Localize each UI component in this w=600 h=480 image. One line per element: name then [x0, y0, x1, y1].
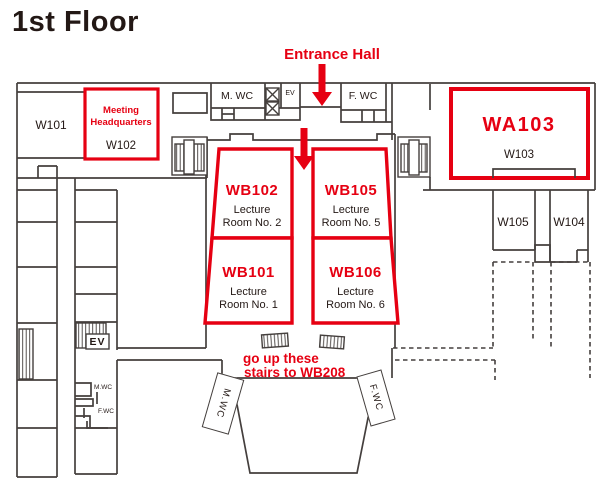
room-label-w102: W102	[105, 140, 137, 152]
room-label-wb101-name1: Lecture	[230, 286, 267, 298]
room-label-ev-left: EV	[89, 336, 106, 348]
room-label-w103: W103	[503, 149, 535, 161]
entrance-arrow-icon	[312, 64, 332, 106]
elevator-box	[85, 333, 110, 350]
entrance-arrow-icon	[294, 128, 314, 170]
room-label-wb101: WB101	[222, 264, 275, 281]
elevator-icon	[265, 87, 280, 116]
stairs-note-line2: stairs to WB208	[244, 365, 346, 380]
room-label-wb102: WB102	[225, 182, 279, 199]
room-label-wa103: WA103	[482, 114, 556, 136]
room-label-fwc-hall: F.WC	[366, 383, 386, 413]
entrance-hall-area	[230, 377, 378, 474]
room-label-wb106: WB106	[329, 264, 382, 281]
room-label-fwc-top: F. WC	[348, 90, 378, 102]
shaft-icon	[18, 328, 34, 380]
highlighted-rooms	[83, 87, 590, 325]
meeting-hq-label-line2: Headquarters	[90, 117, 152, 128]
page-title: 1st Floor	[12, 6, 139, 38]
room-label-wb105: WB105	[324, 182, 378, 199]
dashed-walkway-lines	[393, 261, 591, 380]
room-label-wb106-name1: Lecture	[337, 286, 374, 298]
room-label-ev-top: EV	[285, 90, 295, 97]
room-label-w101: W101	[35, 118, 67, 132]
stairs-icon	[397, 136, 431, 178]
room-label-wb101-name2: Room No. 1	[219, 299, 278, 311]
stairs-note-line1: go up these	[243, 351, 319, 366]
stairs-icon	[318, 334, 346, 350]
wb106-room	[311, 236, 400, 325]
room-label-wb106-name2: Room No. 6	[326, 299, 385, 311]
room-label-wb105-name2: Room No. 5	[321, 217, 381, 229]
room-label-mwc-hall: M.WC	[213, 387, 233, 420]
wa103-room	[449, 87, 590, 180]
stairs-icons	[18, 136, 431, 380]
entrance-hall-label: Entrance Hall	[284, 46, 380, 63]
room-label-mwc-top: M. WC	[220, 90, 254, 102]
entrance-arrows	[294, 64, 332, 170]
stairs-icon	[171, 136, 208, 176]
room-label-w104: W104	[553, 215, 585, 229]
wa103-door-notch	[492, 168, 576, 178]
room-label-wb102-name2: Room No. 2	[222, 217, 282, 229]
room-label-mwc-left: M.WC	[93, 384, 113, 391]
room-label-w105: W105	[497, 215, 529, 229]
stairs-icon	[260, 332, 290, 349]
meeting-headquarters-room	[83, 87, 160, 161]
meeting-hq-label-line1: Meeting	[103, 105, 139, 116]
room-label-wb102-name1: Lecture	[233, 204, 271, 216]
room-label-fwc-left: F.WC	[98, 408, 114, 415]
wb101-room	[203, 236, 294, 325]
room-label-wb105-name1: Lecture	[332, 204, 370, 216]
